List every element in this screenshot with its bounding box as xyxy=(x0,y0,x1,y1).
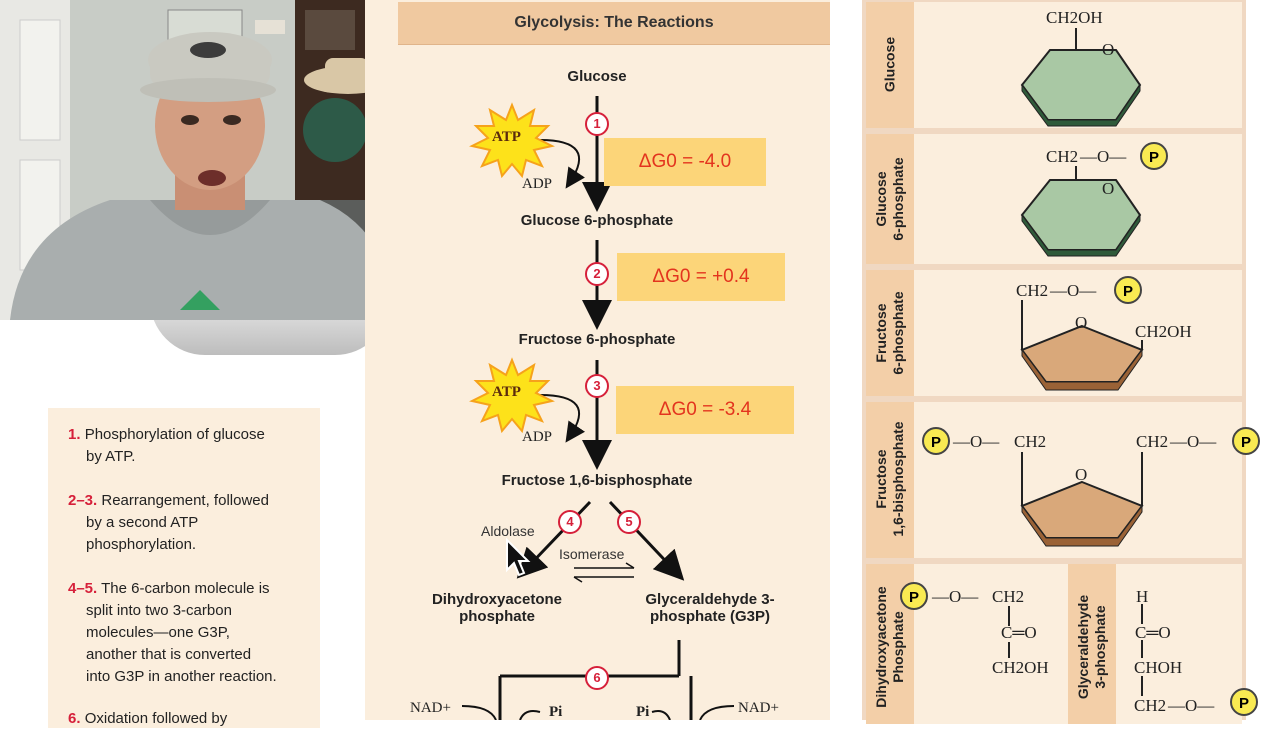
g3p-oxygen: —O— xyxy=(1168,696,1215,715)
note-text: Phosphorylation of glucose xyxy=(84,426,265,443)
note-text: molecules—one G3P, xyxy=(86,624,230,641)
f16bp-phosphate-right: P xyxy=(1232,427,1260,455)
row-label-bg xyxy=(866,270,914,396)
atp-arrow-3 xyxy=(539,394,586,443)
pi-label-left: Pi xyxy=(549,704,563,720)
nad-label-left: NAD+ xyxy=(410,700,451,716)
adp-label-3: ADP xyxy=(522,429,553,445)
dhap-line-2: phosphate xyxy=(459,608,535,625)
f16bp-phosphate-left: P xyxy=(922,427,950,455)
atp-burst-1 xyxy=(469,102,555,179)
webcam-feed xyxy=(0,0,398,320)
note-text: by a second ATP xyxy=(86,514,199,531)
atp-label-1: ATP xyxy=(492,129,521,145)
row-label-bg xyxy=(866,402,914,558)
compound-fructose-6-phosphate: Fructose 6-phosphate xyxy=(518,331,676,348)
atp-burst-3 xyxy=(469,357,555,434)
g3p-ch2: CH2 xyxy=(1134,696,1167,715)
compound-dhap: Dihydroxyacetone phosphate xyxy=(404,591,590,625)
mouse-cursor-icon xyxy=(506,538,531,577)
f16bp-ch2-right: CH2 xyxy=(1136,432,1169,451)
row-label-bg xyxy=(866,134,914,264)
enzyme-isomerase: Isomerase xyxy=(559,546,625,562)
f6p-ring-oxygen: O xyxy=(1075,313,1088,332)
note-text: The 6-carbon molecule is xyxy=(101,580,270,597)
f6p-ch2oh: CH2OH xyxy=(1135,322,1192,341)
note-1: 1. Phosphorylation of glucose by ATP. xyxy=(68,424,316,468)
compound-fructose-bisphosphate: Fructose 1,6-bisphosphate xyxy=(501,472,693,489)
delta-g-step-2: ΔG0 = +0.4 xyxy=(617,253,785,301)
g6p-phosphate: P xyxy=(1140,142,1168,170)
note-number: 4–5. xyxy=(68,580,98,597)
note-number: 6. xyxy=(68,710,81,727)
step-3-badge: 3 xyxy=(585,374,609,398)
glucose-ring-oxygen: O xyxy=(1102,40,1115,59)
structure-drawings xyxy=(1008,28,1144,696)
delta-g-step-3: ΔG0 = -3.4 xyxy=(616,386,794,434)
atp-label-3: ATP xyxy=(492,384,521,400)
row-label-bg xyxy=(1068,564,1116,724)
dhap-ch2oh: CH2OH xyxy=(992,658,1049,677)
note-text: another that is converted xyxy=(86,646,252,663)
note-2-3: 2–3. Rearrangement, followed by a second… xyxy=(68,490,316,556)
g3p-carbonyl: C═O xyxy=(1135,623,1171,642)
delta-g-step-1: ΔG0 = -4.0 xyxy=(604,138,766,186)
f6p-oxygen-bridge: —O— xyxy=(1050,281,1097,300)
note-text: Oxidation followed by xyxy=(84,710,228,727)
adp-label-1: ADP xyxy=(522,176,553,192)
pi-label-right: Pi xyxy=(636,704,650,720)
f16bp-oxygen-right: —O— xyxy=(1170,432,1217,451)
nad-label-right: NAD+ xyxy=(738,700,779,716)
note-text: into G3P in another reaction. xyxy=(86,668,277,685)
row-label-bg xyxy=(866,2,914,128)
g6p-ring-oxygen: O xyxy=(1102,179,1115,198)
g6p-oxygen-bridge: —O— xyxy=(1080,147,1127,166)
f16bp-oxygen-left: —O— xyxy=(953,432,1000,451)
compound-glucose-6-phosphate: Glucose 6-phosphate xyxy=(520,212,674,229)
note-text: Rearrangement, followed xyxy=(101,492,269,509)
step-4-badge: 4 xyxy=(558,510,582,534)
g3p-line-1: Glyceraldehyde 3- xyxy=(645,591,775,608)
g3p-line-2: phosphate (G3P) xyxy=(649,608,770,625)
notes-panel xyxy=(48,408,320,728)
pathway-arrows xyxy=(461,96,735,720)
compound-g3p: Glyceraldehyde 3- phosphate (G3P) xyxy=(618,591,802,625)
dhap-phosphate: P xyxy=(900,582,928,610)
step-2-badge: 2 xyxy=(585,262,609,286)
g3p-phosphate: P xyxy=(1230,688,1258,716)
f6p-ch2: CH2 xyxy=(1016,281,1049,300)
dhap-ch2: CH2 xyxy=(992,587,1025,606)
note-number: 1. xyxy=(68,426,81,443)
compound-glucose: Glucose xyxy=(567,68,627,85)
note-text: phosphorylation. xyxy=(86,536,197,553)
dhap-line-1: Dihydroxyacetone xyxy=(431,591,563,608)
f6p-phosphate: P xyxy=(1114,276,1142,304)
step-6-badge: 6 xyxy=(585,666,609,690)
g6p-ch2: CH2 xyxy=(1046,147,1079,166)
structure-row-trioses xyxy=(866,564,1242,724)
note-text: by ATP. xyxy=(86,448,136,465)
page-title: Glycolysis: The Reactions xyxy=(514,14,714,31)
note-text: split into two 3-carbon xyxy=(86,602,232,619)
g3p-choh: CHOH xyxy=(1134,658,1183,677)
pathway-header xyxy=(398,2,830,45)
note-number: 2–3. xyxy=(68,492,98,509)
step-1-badge: 1 xyxy=(585,112,609,136)
enzyme-aldolase: Aldolase xyxy=(481,523,535,539)
f16bp-ring-oxygen: O xyxy=(1075,465,1088,484)
note-4-5: 4–5. The 6-carbon molecule is split into… xyxy=(68,578,316,688)
step-5-badge: 5 xyxy=(617,510,641,534)
atp-arrow-1 xyxy=(539,139,585,189)
f16bp-ch2-left: CH2 xyxy=(1014,432,1047,451)
note-6: 6. Oxidation followed by xyxy=(68,708,316,730)
g3p-hydrogen: H xyxy=(1136,587,1149,606)
glucose-ch2oh: CH2OH xyxy=(1046,8,1103,27)
dhap-oxygen: —O— xyxy=(932,587,979,606)
dhap-carbonyl: C═O xyxy=(1001,623,1037,642)
